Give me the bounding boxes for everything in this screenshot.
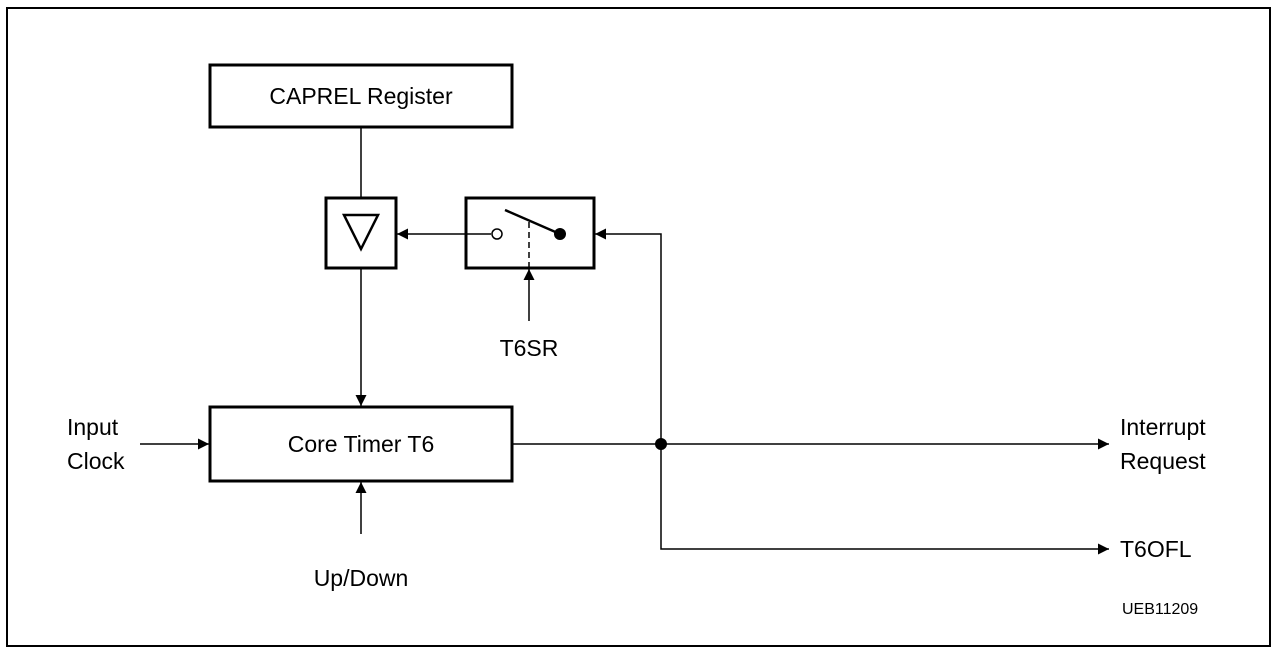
switch-open-contact [491,228,503,240]
overflow-feedback-line [595,228,662,444]
t6ofl-label: T6OFL [1120,536,1192,562]
interrupt-label-1: Interrupt [1120,414,1206,440]
capreal-register-box [208,63,514,129]
overflow-flag-arrow [660,444,1109,555]
capreal-register-label: CAPREL Register [269,83,453,109]
switch-box [464,196,596,270]
switch-lever [504,208,561,236]
core-timer-label: Core Timer T6 [288,431,435,457]
t6sr-label: T6SR [500,335,559,361]
input-clock-label-2: Clock [67,448,125,474]
input-clock-label-1: Input [67,414,119,440]
up-down-label: Up/Down [314,565,409,591]
figure-id: UEB11209 [1122,601,1198,618]
interrupt-label-2: Request [1120,448,1206,474]
reload-gate-triangle-icon [341,213,381,252]
reload-gate-box [324,196,398,270]
